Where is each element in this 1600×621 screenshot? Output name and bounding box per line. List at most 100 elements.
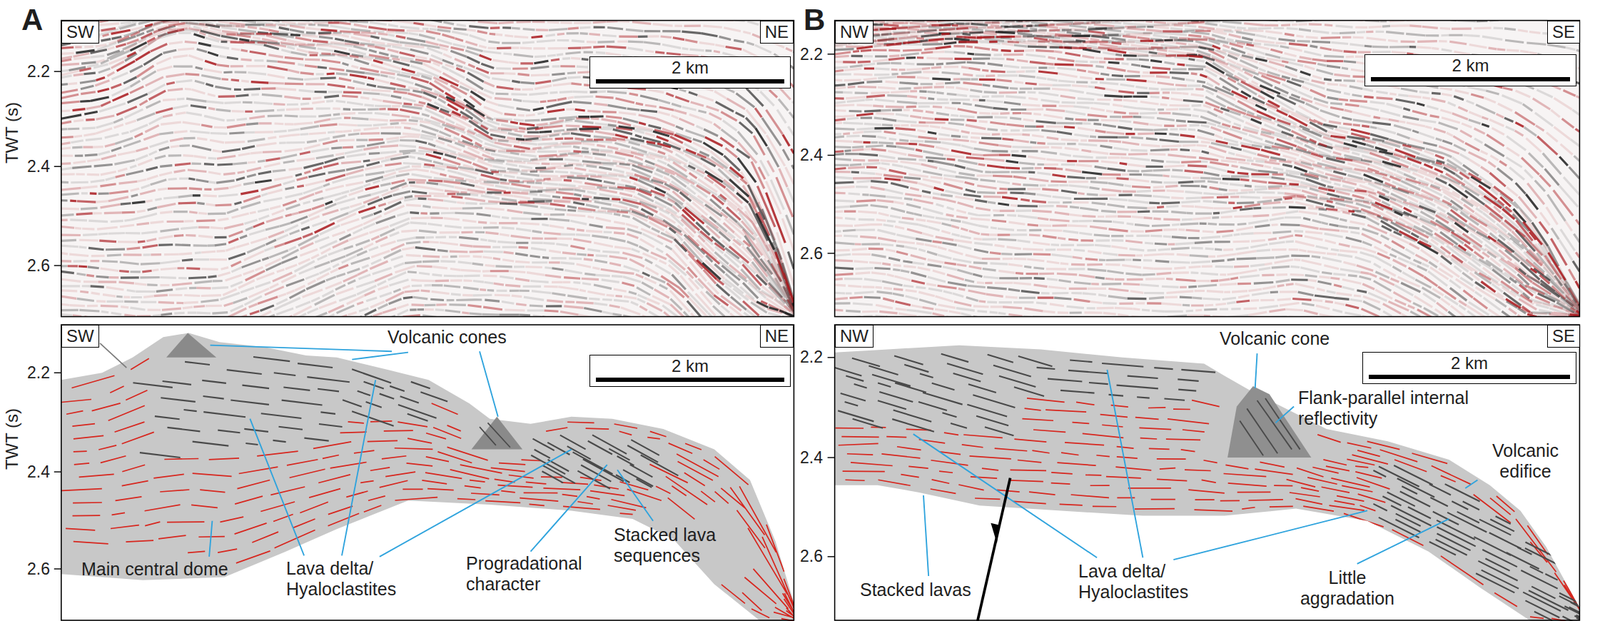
seismic-reflector bbox=[834, 20, 1581, 317]
axis-tick bbox=[827, 456, 835, 458]
direction-text: SW bbox=[66, 326, 95, 347]
lava-flow-reflector bbox=[61, 358, 794, 621]
scale-text: 2 km bbox=[1363, 353, 1576, 374]
volcanic-cone bbox=[471, 416, 523, 450]
leader-line bbox=[209, 520, 212, 557]
panel-frame bbox=[61, 324, 795, 621]
axis-tick-label: 2.6 bbox=[27, 559, 50, 579]
scale-bar-box: 2 km bbox=[1364, 54, 1577, 87]
scale-bar bbox=[595, 377, 785, 382]
seismic-reflector bbox=[834, 20, 1581, 317]
seismic-reflector bbox=[61, 20, 795, 303]
axis-tick bbox=[827, 154, 835, 156]
volcanic-cone bbox=[166, 332, 217, 357]
annotation: Little aggradation bbox=[1293, 567, 1401, 609]
seismic-reflector bbox=[61, 20, 795, 317]
seismic-reflector bbox=[834, 20, 1581, 317]
panel-letter: B bbox=[803, 2, 825, 38]
axis-tick bbox=[827, 555, 835, 557]
axis-title: TWT (s) bbox=[2, 408, 23, 470]
annotation: Flank-parallel internal reflectivity bbox=[1298, 387, 1484, 429]
annotation: Stacked lavas bbox=[859, 579, 972, 601]
axis-tick-label: 2.4 bbox=[800, 145, 823, 165]
volcanic-body bbox=[61, 332, 795, 621]
seismic-reflector bbox=[61, 20, 795, 317]
leader-line bbox=[249, 418, 305, 556]
axis-tick bbox=[827, 252, 835, 254]
axis-tick-label: 2.6 bbox=[800, 244, 823, 263]
seismic-reflector bbox=[834, 20, 1581, 317]
annotation: Lava delta/ Hyaloclastites bbox=[1078, 560, 1204, 603]
direction-text: SE bbox=[1552, 326, 1576, 347]
axis-tick-label: 2.6 bbox=[800, 546, 823, 566]
axis-tick bbox=[827, 53, 835, 55]
direction-box: SW bbox=[61, 324, 100, 348]
scale-bar bbox=[595, 79, 785, 84]
leader-line bbox=[1255, 353, 1258, 389]
seismic-reflector bbox=[834, 20, 1581, 317]
direction-box: SE bbox=[1547, 20, 1581, 44]
cone-reflectors bbox=[1239, 398, 1300, 456]
leader-line bbox=[1106, 369, 1143, 558]
scale-text: 2 km bbox=[590, 57, 791, 78]
axis-tick bbox=[54, 568, 62, 569]
seismic-reflector bbox=[61, 20, 795, 317]
seismic-reflector bbox=[61, 20, 795, 317]
scale-bar-box: 2 km bbox=[589, 354, 791, 387]
scale-bar-box: 2 km bbox=[1362, 351, 1577, 384]
fault-line bbox=[977, 478, 1011, 621]
leader-line bbox=[379, 449, 572, 557]
panel-frame bbox=[834, 324, 1581, 621]
axis-tick bbox=[54, 70, 62, 72]
annotation: Lava delta/ Hyaloclastites bbox=[286, 558, 412, 600]
interpreted-reflectors bbox=[61, 356, 794, 621]
leader-line bbox=[1465, 480, 1478, 489]
leader-line bbox=[1357, 518, 1450, 564]
axis-tick bbox=[54, 471, 62, 472]
axis-title: TWT (s) bbox=[2, 102, 23, 164]
axis-tick-label: 2.4 bbox=[27, 157, 50, 176]
direction-text: SW bbox=[66, 22, 95, 43]
axis-tick-label: 2.2 bbox=[800, 347, 823, 367]
panel-frame bbox=[61, 20, 795, 317]
direction-box: NE bbox=[760, 20, 794, 44]
annotation: Volcanic edifice bbox=[1479, 440, 1572, 482]
annotation: Main central dome bbox=[81, 558, 229, 580]
axis-tick bbox=[827, 356, 835, 358]
seismic-reflector bbox=[834, 20, 1581, 317]
leader-line bbox=[1173, 510, 1368, 560]
seismic-section bbox=[834, 20, 1581, 317]
direction-text: NE bbox=[765, 326, 789, 347]
direction-box: NE bbox=[760, 324, 794, 348]
direction-text: NE bbox=[765, 22, 789, 43]
seismic-reflector bbox=[834, 20, 1581, 315]
direction-box: NW bbox=[834, 324, 874, 348]
axis-tick-label: 2.2 bbox=[27, 62, 50, 81]
axis-tick bbox=[54, 166, 62, 167]
axis-tick-label: 2.4 bbox=[27, 462, 50, 481]
leader-line bbox=[1275, 406, 1294, 424]
axis-tick bbox=[54, 264, 62, 266]
grey-line bbox=[99, 343, 127, 368]
leader-line bbox=[210, 345, 393, 352]
scale-bar-box: 2 km bbox=[589, 56, 791, 89]
direction-text: SE bbox=[1552, 22, 1576, 43]
leader-line bbox=[341, 379, 376, 556]
scale-bar bbox=[1368, 374, 1571, 379]
annotation: Volcanic cones bbox=[387, 326, 507, 348]
seismic-section bbox=[61, 20, 795, 317]
scale-bar bbox=[1370, 77, 1571, 82]
panel-letter: A bbox=[21, 2, 43, 38]
direction-text: NW bbox=[839, 22, 869, 43]
direction-box: SE bbox=[1547, 324, 1581, 348]
leader-line bbox=[530, 464, 608, 552]
fault-arrow bbox=[990, 523, 999, 544]
leader-line bbox=[351, 352, 409, 360]
direction-box: SW bbox=[61, 20, 100, 44]
clinoform-reflector bbox=[834, 353, 1581, 621]
direction-box: NW bbox=[834, 20, 874, 44]
seismic-reflector bbox=[834, 20, 1581, 317]
cone-reflectors bbox=[479, 422, 511, 447]
